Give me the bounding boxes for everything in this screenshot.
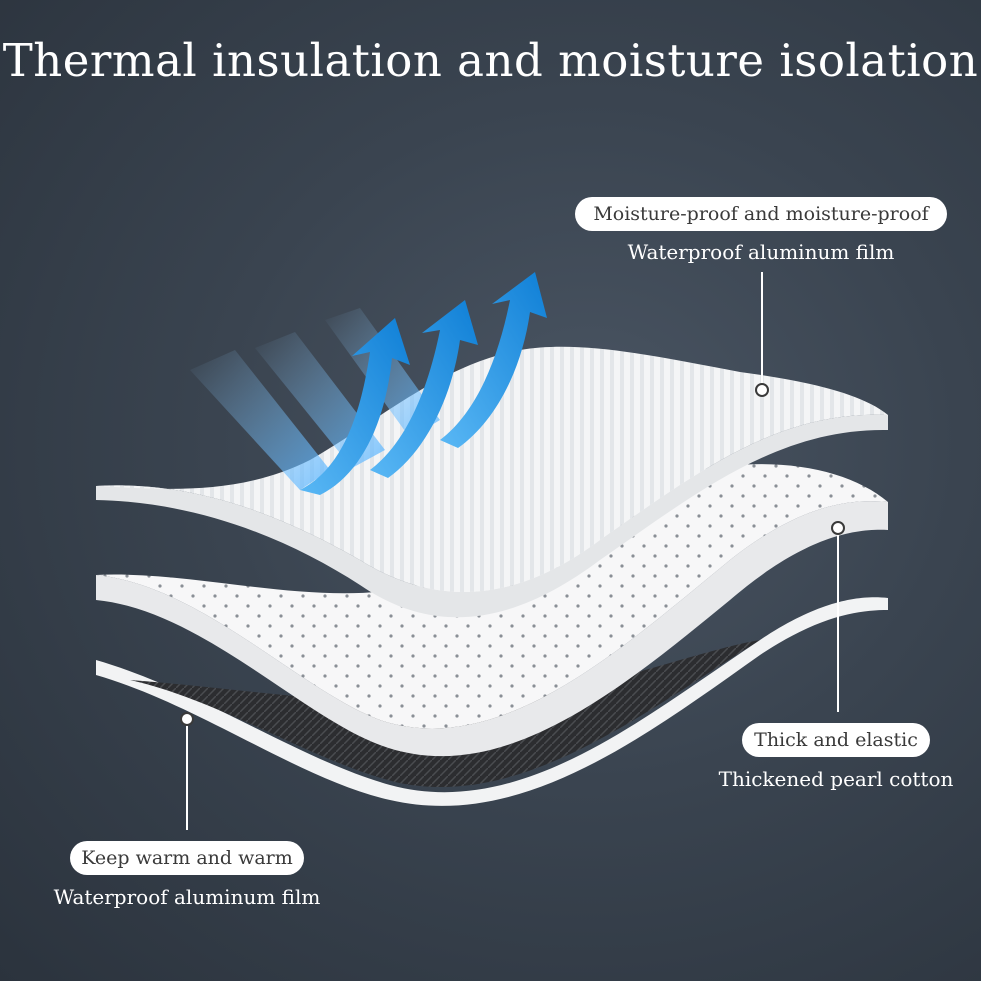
leader-lines — [186, 272, 839, 830]
label-desc-middle: Thickened pearl cotton — [718, 767, 954, 791]
label-desc-top: Waterproof aluminum film — [627, 240, 895, 264]
marker-dot-bottom — [180, 712, 194, 726]
top-layer — [96, 346, 888, 618]
marker-dot-top — [755, 383, 769, 397]
label-tag-middle: Thick and elastic — [742, 723, 930, 757]
label-tag-top: Moisture-proof and moisture-proof — [575, 197, 947, 231]
label-desc-bottom: Waterproof aluminum film — [53, 885, 321, 909]
marker-dot-middle — [831, 521, 845, 535]
heat-reflection-arrow-icon — [300, 272, 547, 495]
page-title: Thermal insulation and moisture isolatio… — [2, 34, 979, 87]
label-tag-bottom: Keep warm and warm — [70, 841, 304, 875]
